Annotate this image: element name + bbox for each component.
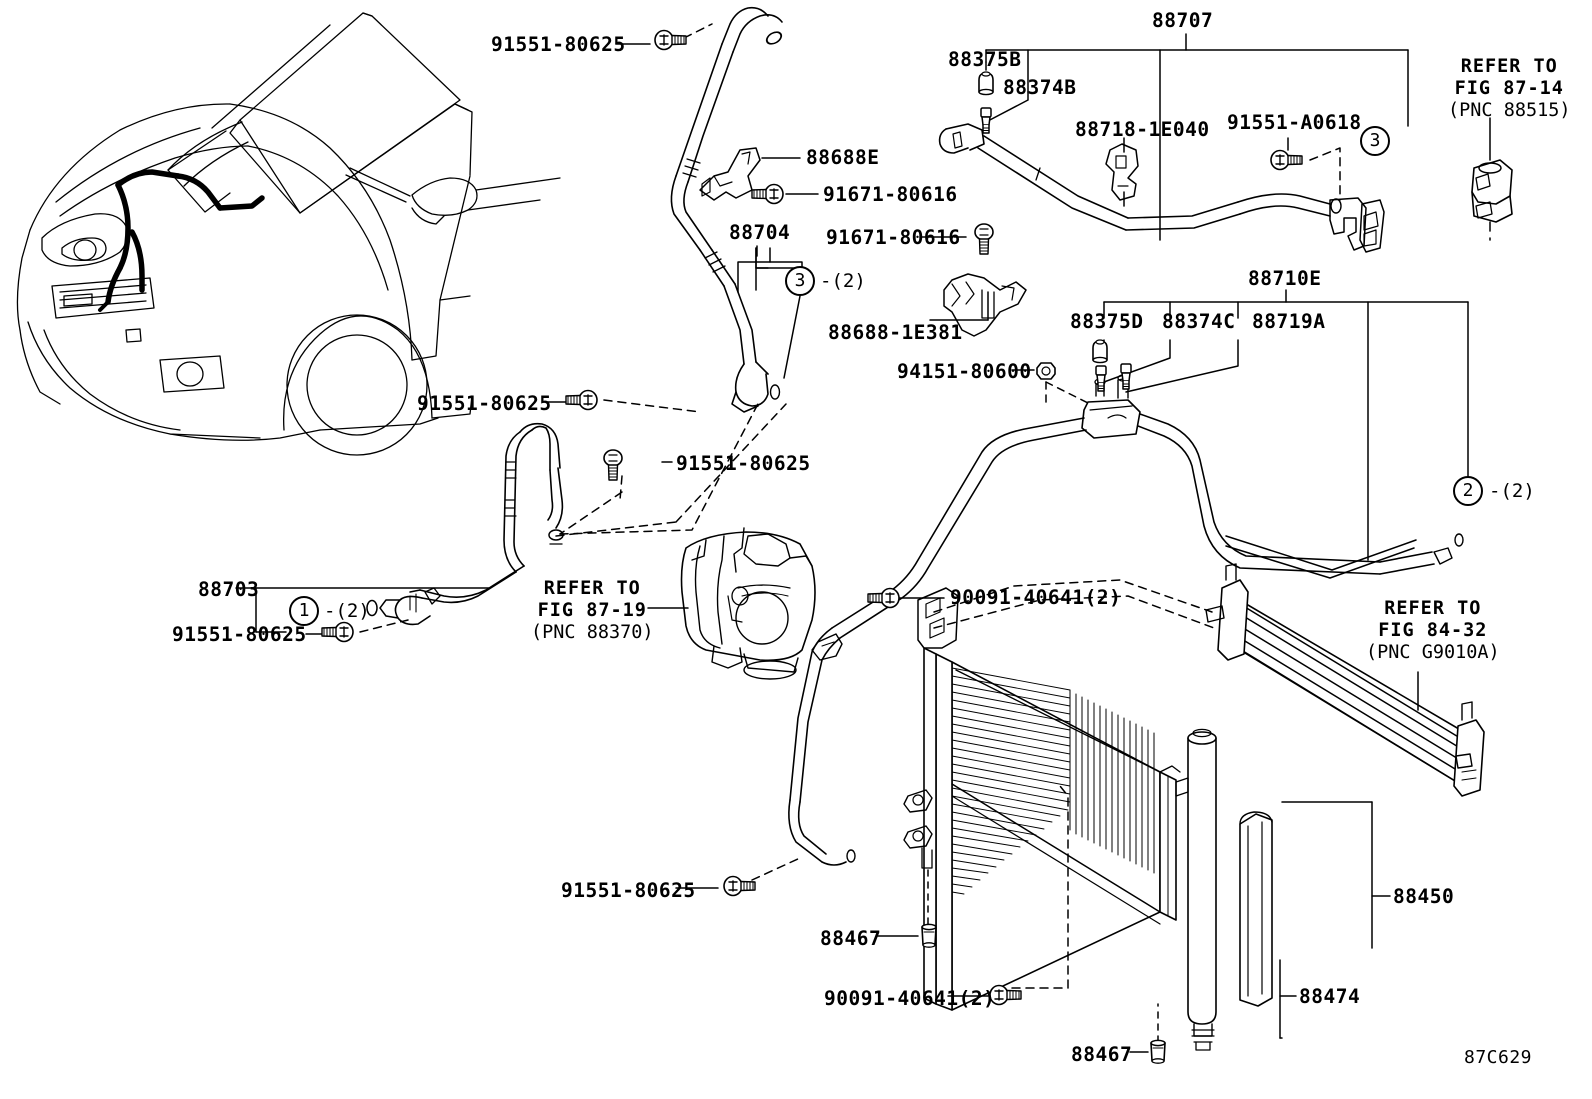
label-91551-80625-top: 91551-80625: [491, 33, 626, 56]
refer-fig-84-32-line1: REFER TO: [1384, 598, 1482, 619]
callout-88710E-qty: -(2): [1489, 480, 1535, 502]
oring-88704-end: [766, 31, 782, 45]
label-88710E: 88710E: [1248, 267, 1322, 290]
refer-fig-84-32-pnc: (PNC G9010A): [1366, 641, 1500, 663]
bolt-91551-80625-lower-left: [321, 621, 354, 643]
label-88467-upper: 88467: [820, 927, 882, 950]
callout-88703-number: 1: [289, 596, 319, 626]
part-88688-1E381-bracket: [943, 273, 1027, 337]
expansion-valve-block: [1471, 159, 1513, 241]
label-91551-80625-bottom: 91551-80625: [561, 879, 696, 902]
bolt-91671-80616-b: [974, 223, 994, 255]
part-88688E-bracket: [699, 147, 761, 201]
label-90091-40641-lower: 90091-40641(2): [824, 987, 996, 1010]
callout-88704-qty: -(2): [820, 270, 866, 292]
part-88707-tube: [938, 123, 1367, 251]
label-94151-80600: 94151-80600: [897, 360, 1032, 383]
bolt-91671-80616-a: [751, 183, 784, 205]
label-88450: 88450: [1393, 885, 1455, 908]
figure-code: 87C629: [1464, 1047, 1533, 1068]
label-88374B: 88374B: [1003, 76, 1077, 99]
part-88704-hose: [670, 6, 783, 413]
oring-88703: [366, 599, 378, 617]
label-88703: 88703: [198, 578, 260, 601]
vehicle-illustration: [16, 12, 561, 456]
label-91551-A0618: 91551-A0618: [1227, 111, 1362, 134]
bolt-90091-40641-upper: [867, 587, 900, 609]
label-88719A: 88719A: [1252, 310, 1326, 333]
label-88704: 88704: [729, 221, 791, 244]
oil-cooler-assembly: [1205, 535, 1485, 797]
refer-fig-87-14-line1: REFER TO: [1460, 56, 1558, 77]
label-88374C: 88374C: [1162, 310, 1236, 333]
label-88375B: 88375B: [948, 48, 1022, 71]
bolt-91551-80625-mid-center: [603, 449, 623, 481]
refer-fig-87-14: REFER TO FIG 87-14 (PNC 88515): [1448, 56, 1571, 121]
label-88474: 88474: [1299, 985, 1361, 1008]
refer-fig-84-32-line2: FIG 84-32: [1378, 619, 1488, 641]
valve-88374B: [980, 107, 992, 134]
refer-fig-87-19-line2: FIG 87-19: [537, 599, 647, 621]
label-88718-1E040: 88718-1E040: [1075, 118, 1210, 141]
oring-88375D: [1092, 339, 1108, 364]
cap-88719A: [1120, 363, 1132, 390]
oring-88375B: [978, 71, 994, 96]
callout-88707-number: 3: [1360, 126, 1390, 156]
nut-94151-80600: [1036, 362, 1056, 380]
label-91671-80616-b: 91671-80616: [826, 226, 961, 249]
callout-88703-qty: -(2): [324, 600, 370, 622]
bolt-91551-A0618: [1270, 149, 1303, 171]
compressor-assembly: [680, 527, 816, 680]
label-88688E: 88688E: [806, 146, 880, 169]
part-88718-1E040-clamp: [1105, 143, 1139, 201]
refer-fig-84-32: REFER TO FIG 84-32 (PNC G9010A): [1366, 598, 1500, 663]
label-91551-80625-mid-left: 91551-80625: [417, 392, 552, 415]
label-88688-1E381: 88688-1E381: [828, 321, 963, 344]
refer-fig-87-14-line2: FIG 87-14: [1454, 77, 1564, 99]
label-88467-lower: 88467: [1071, 1043, 1133, 1066]
refer-fig-87-19-line1: REFER TO: [543, 578, 641, 599]
hardware-glyphs: [321, 29, 1303, 1064]
refer-fig-87-14-pnc: (PNC 88515): [1448, 99, 1571, 121]
label-88375D: 88375D: [1070, 310, 1144, 333]
tube-mount-bracket-right: [1359, 199, 1385, 253]
callout-88710E-number: 2: [1453, 476, 1483, 506]
label-91551-80625-lower-left: 91551-80625: [172, 623, 307, 646]
callout-88704-number: 3: [785, 266, 815, 296]
refer-fig-87-19-pnc: (PNC 88370): [531, 621, 654, 643]
label-88707: 88707: [1152, 9, 1214, 32]
refer-fig-87-19: REFER TO FIG 87-19 (PNC 88370): [531, 578, 654, 643]
label-91551-80625-mid-center: 91551-80625: [676, 452, 811, 475]
part-88450-condenser: [903, 587, 1273, 1051]
leader-lines: [235, 23, 1491, 1053]
cushion-88467-upper: [921, 923, 937, 949]
label-90091-40641-upper: 90091-40641(2): [950, 586, 1122, 609]
valve-88374C: [1095, 365, 1107, 392]
bolt-91551-80625-top: [654, 29, 687, 51]
bolt-91551-80625-bottom: [723, 875, 756, 897]
label-91671-80616-a: 91671-80616: [823, 183, 958, 206]
bolt-91551-80625-mid-left: [565, 389, 598, 411]
cushion-88467-lower: [1150, 1039, 1166, 1064]
